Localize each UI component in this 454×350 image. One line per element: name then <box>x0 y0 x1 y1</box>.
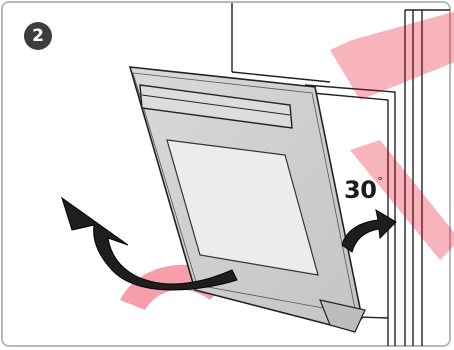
angle-unit: ° <box>377 175 382 188</box>
step-number-badge: 2 <box>24 22 52 50</box>
angle-value: 30 <box>344 176 376 204</box>
angle-label: 30° <box>344 175 382 204</box>
